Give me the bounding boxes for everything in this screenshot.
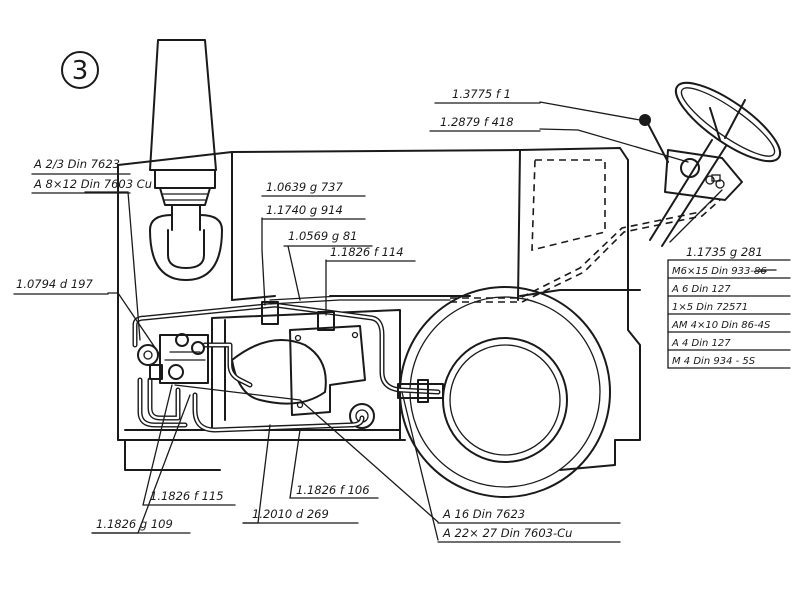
label-part-281: 1.1735 g 281 [686,245,763,259]
pipe-clamp-left [261,301,279,325]
steering-assembly [639,81,782,247]
label-valve-197: 1.0794 d 197 [16,277,93,291]
parts-table-row: A 6 Din 127 [671,284,731,295]
hydraulic-unit [211,309,401,431]
label-washer-bottom: A 16 Din 7623 [442,507,525,521]
leader-lines [84,101,723,541]
label-washer-cu-bottom: A 22× 27 Din 7603-Cu [442,526,572,540]
label-pipe-737: 1.0639 g 737 [266,180,343,194]
part-labels: 1.3775 f 1 1.2879 f 418 A 2/3 Din 7623 A… [13,87,763,543]
label-pipe-109: 1.1826 g 109 [96,517,173,531]
label-washer-cu-top: A 8×12 Din 7603 Cu [33,177,152,191]
parts-table-row: AM 4×10 Din 86-4S [671,320,771,331]
hydraulic-pipes [132,197,721,433]
figure-number: 3 [72,56,89,86]
lever-knob [639,114,651,126]
parts-table: M6×15 Din 933-86 A 6 Din 127 1×5 Din 725… [667,259,791,369]
label-pipe-914: 1.1740 g 914 [266,203,343,217]
label-pipe-106: 1.1826 f 106 [296,483,370,497]
parts-table-row: M 4 Din 934 - 5S [672,356,756,367]
label-pipe-81: 1.0569 g 81 [288,229,357,243]
lift-cylinder [397,383,444,399]
parts-table-row: A 4 Din 127 [671,338,731,349]
parts-table-row: 1×5 Din 72571 [672,302,748,313]
label-steering-bracket: 1.2879 f 418 [440,115,514,129]
label-steering-ball: 1.3775 f 1 [452,87,511,101]
label-pipe-114: 1.1826 f 114 [330,245,404,259]
label-pipe-115: 1.1826 f 115 [150,489,224,503]
exhaust-stack [149,39,223,281]
figure-number-circle [61,51,99,89]
parts-table-row: M6×15 Din 933-86 [672,266,767,277]
label-pipe-269: 1.2010 d 269 [252,507,329,521]
label-washer-top: A 2/3 Din 7623 [33,157,120,171]
control-valve-block [137,333,209,384]
figure-number-badge: 3 [61,51,99,89]
